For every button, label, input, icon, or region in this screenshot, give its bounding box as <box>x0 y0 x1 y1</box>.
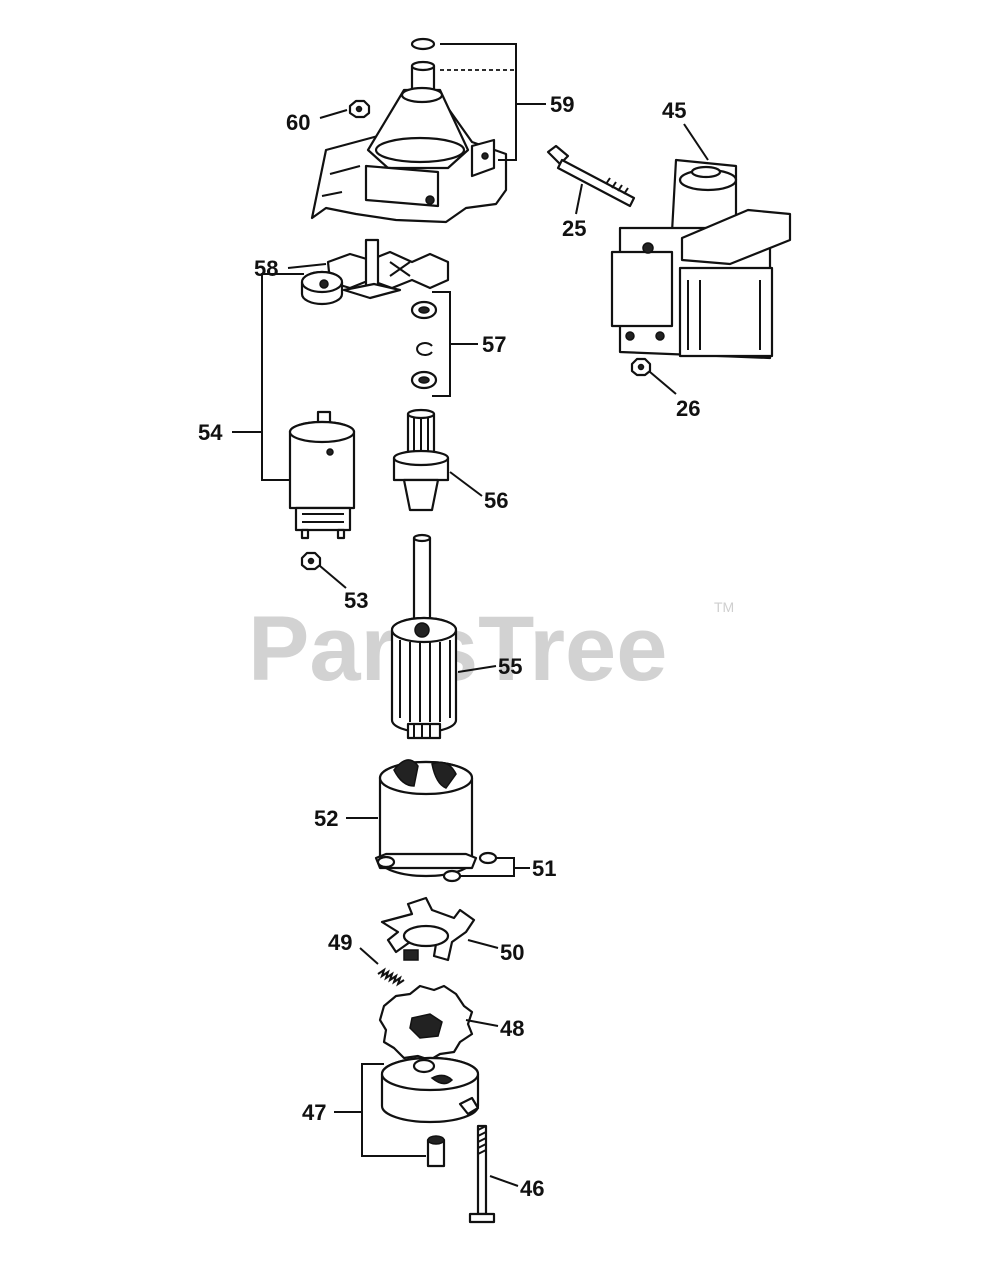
part-47-bushing[interactable] <box>426 1135 446 1168</box>
part-54-solenoid-cap[interactable] <box>300 270 344 306</box>
part-46-through-bolt[interactable] <box>468 1124 496 1224</box>
leader-53 <box>319 565 347 589</box>
part-53-nut[interactable] <box>300 551 322 571</box>
callout-48[interactable]: 48 <box>500 1016 524 1041</box>
part-52-field-frame[interactable] <box>374 759 478 878</box>
leader-46 <box>489 1175 519 1187</box>
partstree-watermark: PartsTree <box>248 598 667 700</box>
part-57-collar[interactable] <box>410 370 438 390</box>
part-60-nut[interactable] <box>348 99 371 119</box>
callout-59[interactable]: 59 <box>550 92 574 117</box>
callout-54[interactable]: 54 <box>198 420 223 445</box>
callout-55[interactable]: 55 <box>498 654 522 679</box>
part-49-brush-spring[interactable] <box>377 967 405 987</box>
part-57-washer[interactable] <box>410 300 438 320</box>
callout-58[interactable]: 58 <box>254 256 278 281</box>
leader-60 <box>319 109 348 119</box>
part-47-commutator-end-cap[interactable] <box>380 1056 480 1124</box>
part-26-nut[interactable] <box>630 357 652 377</box>
callout-50[interactable]: 50 <box>500 940 524 965</box>
callout-51[interactable]: 51 <box>532 856 556 881</box>
callout-52[interactable]: 52 <box>314 806 338 831</box>
part-59-drive-end-cap[interactable] <box>310 37 508 224</box>
leader-58 <box>287 263 327 269</box>
leader-49 <box>359 947 379 965</box>
part-45-starter-assembly[interactable] <box>610 158 792 360</box>
callout-45[interactable]: 45 <box>662 98 686 123</box>
callout-47[interactable]: 47 <box>302 1100 326 1125</box>
trademark-mark: TM <box>714 599 734 615</box>
callout-57[interactable]: 57 <box>482 332 506 357</box>
part-56-drive-pinion[interactable] <box>392 408 450 512</box>
part-58-drive-lever[interactable] <box>326 238 450 300</box>
leader-56 <box>449 471 483 497</box>
leader-25 <box>575 183 583 215</box>
leader-50 <box>467 939 499 949</box>
callout-25[interactable]: 25 <box>562 216 586 241</box>
part-48-retainer[interactable] <box>378 984 474 1062</box>
leader-59-solid <box>440 43 517 161</box>
callout-53[interactable]: 53 <box>344 588 368 613</box>
leader-45 <box>683 123 709 161</box>
bracket-47 <box>361 1063 426 1157</box>
leader-55 <box>457 665 497 673</box>
part-54-solenoid[interactable] <box>288 410 356 540</box>
callout-49[interactable]: 49 <box>328 930 352 955</box>
part-25-bolt[interactable] <box>546 144 636 208</box>
bracket-54 <box>261 273 304 481</box>
callout-46[interactable]: 46 <box>520 1176 544 1201</box>
part-57-retaining-ring[interactable] <box>416 342 433 356</box>
callout-60[interactable]: 60 <box>286 110 310 135</box>
part-50-brush-holder[interactable] <box>380 896 476 962</box>
leader-26 <box>649 371 677 395</box>
callout-56[interactable]: 56 <box>484 488 508 513</box>
part-55-armature[interactable] <box>390 533 458 740</box>
leader-48 <box>465 1019 499 1027</box>
callout-26[interactable]: 26 <box>676 396 700 421</box>
